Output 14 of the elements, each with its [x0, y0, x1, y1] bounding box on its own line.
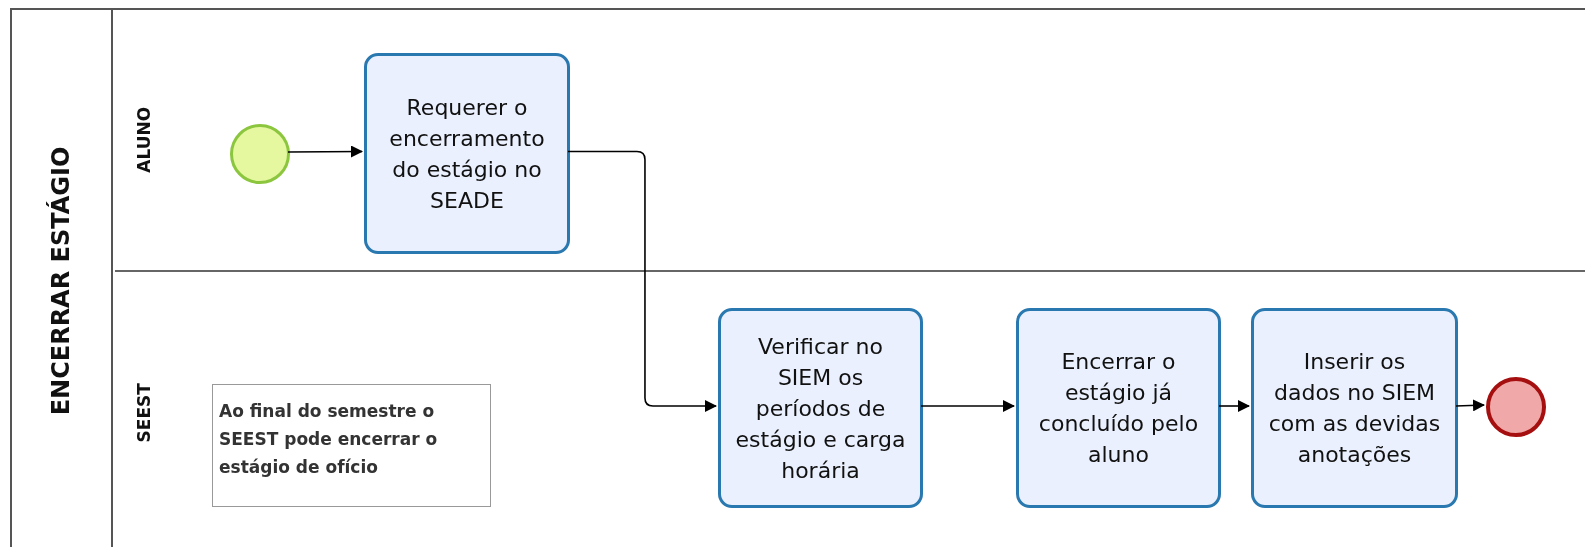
- text-annotation: Ao final do semestre o SEEST pode encerrar o estágio de ofício: [212, 384, 491, 507]
- sequence-flow-arrow: [567, 150, 717, 412]
- sequence-flow-arrow: [1218, 400, 1250, 412]
- task-box: Verificar no SIEM os períodos de estágio e carga horária: [718, 308, 923, 508]
- task-box: Inserir os dados no SIEM com as devidas anotações: [1251, 308, 1458, 508]
- lane-label: ALUNO: [133, 107, 156, 173]
- sequence-flow-arrow: [920, 400, 1015, 412]
- pool-label: ENCERRAR ESTÁGIO: [45, 146, 77, 415]
- sequence-flow-arrow: [1455, 399, 1485, 412]
- lane-label: SEEST: [133, 382, 156, 443]
- task-box: Encerrar o estágio já concluído pelo aluno: [1016, 308, 1221, 508]
- sequence-flow-arrow: [287, 145, 363, 158]
- pool-frame: [10, 8, 1585, 547]
- task-box: Requerer o encerramento do estágio no SEADE: [364, 53, 570, 254]
